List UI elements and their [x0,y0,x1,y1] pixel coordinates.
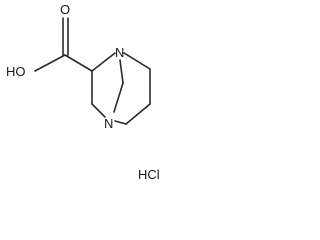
bridgehead-nitrogen-4-label: N [104,116,113,131]
bond-bridge-b-n4 [113,82,124,113]
bond-cr2-cr3 [125,103,151,125]
hydroxyl-label: HO [6,64,26,79]
bonds [34,17,151,125]
hydrochloride-salt-label: HCl [138,167,160,182]
chemical-structure: O HO N N HCl [6,2,160,182]
bond-carboxyl-c-c2 [64,54,93,72]
bond-c2-n1 [91,52,116,72]
bond-n1-cr1 [123,52,151,70]
bond-n1-bridge-a [119,59,124,84]
bridgehead-nitrogen-1-label: N [115,45,124,60]
carbonyl-oxygen-label: O [60,2,70,17]
bond-carboxyl-c-oh [34,54,66,72]
bond-c3-n4 [91,103,106,118]
bond-cr3-n4 [114,120,127,125]
